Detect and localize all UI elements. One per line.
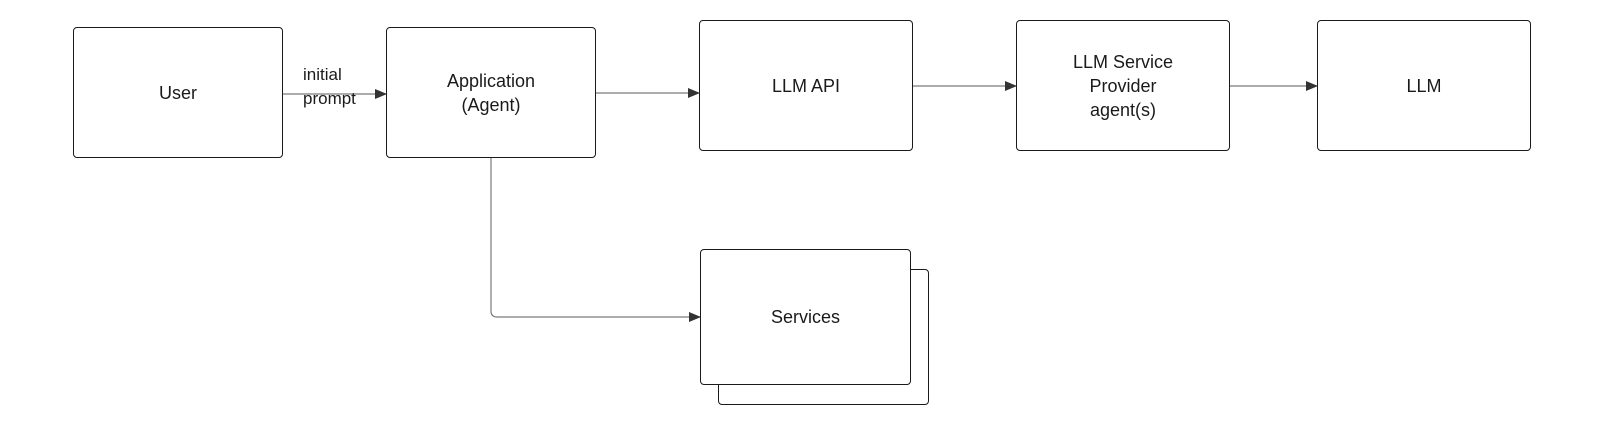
llm-node[interactable]: LLM (1317, 20, 1531, 151)
services-node-label: Services (770, 307, 841, 327)
application-agent-node-label: Application (Agent) (446, 70, 536, 115)
services-node[interactable]: Services (700, 249, 911, 385)
initial-prompt-edge-label: initial prompt (303, 65, 356, 108)
user-node-label: User (158, 82, 197, 103)
arrow-application-to-services (490, 158, 701, 322)
llm-node-label: LLM (1406, 75, 1442, 96)
application-agent-node[interactable]: Application (Agent) (386, 27, 596, 158)
llm-service-provider-node[interactable]: LLM Service Provider agent(s) (1016, 20, 1230, 151)
llm-api-node-label: LLM API (771, 75, 841, 96)
llm-service-provider-node-label: LLM Service Provider agent(s) (1072, 51, 1174, 120)
llm-api-node[interactable]: LLM API (699, 20, 913, 151)
user-node[interactable]: User (73, 27, 283, 158)
